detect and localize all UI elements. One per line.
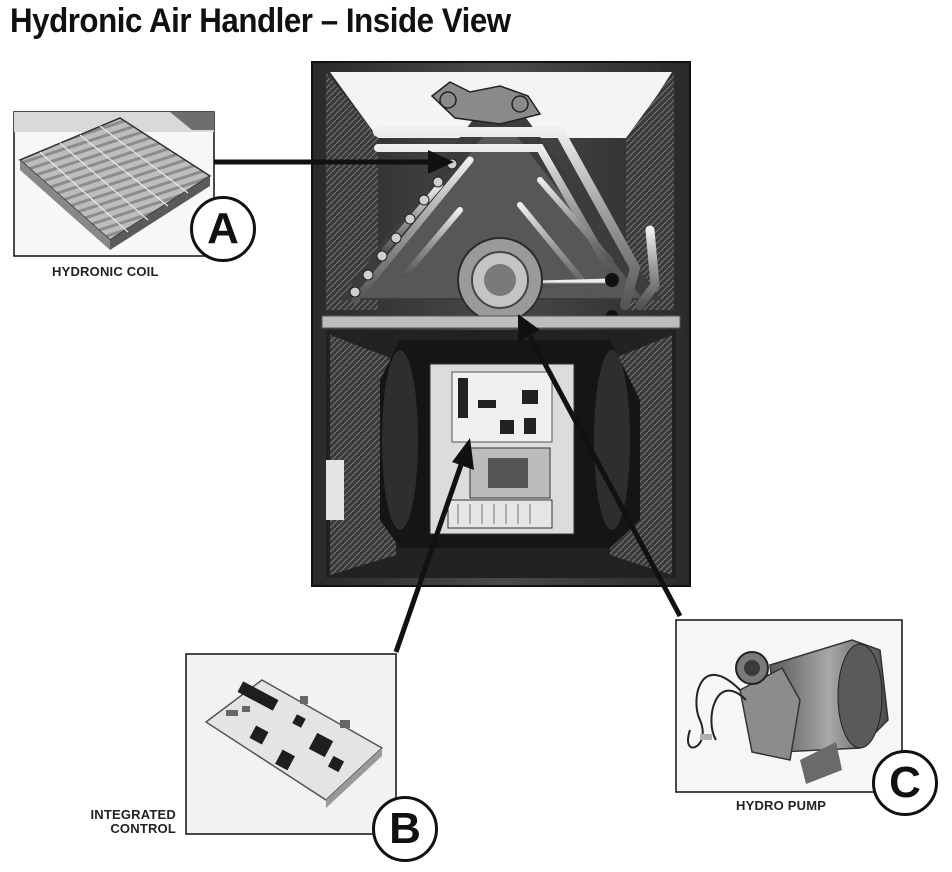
hydro-pump-photo — [675, 619, 903, 793]
arrow-c-line — [527, 334, 683, 618]
page-title: Hydronic Air Handler – Inside View — [10, 2, 511, 40]
callout-badge-a: A — [190, 196, 256, 262]
integrated-control-label-line1: INTEGRATED — [90, 807, 176, 822]
integrated-control-label: INTEGRATED CONTROL — [78, 808, 176, 836]
arrow-b-line — [393, 461, 465, 653]
callout-badge-c: C — [872, 750, 938, 816]
arrow-a-head — [428, 150, 454, 174]
arrow-b-head — [452, 438, 474, 470]
callout-arrows — [214, 150, 683, 653]
hydronic-coil-label: HYDRONIC COIL — [52, 264, 159, 279]
callout-badge-b: B — [372, 796, 438, 862]
integrated-control-label-line2: CONTROL — [110, 821, 176, 836]
integrated-control-photo — [185, 653, 397, 835]
hydro-pump-label: HYDRO PUMP — [736, 798, 827, 813]
air-handler-cabinet-photo — [311, 61, 691, 587]
hydronic-coil-photo — [13, 111, 215, 257]
arrow-c-head — [518, 314, 540, 342]
